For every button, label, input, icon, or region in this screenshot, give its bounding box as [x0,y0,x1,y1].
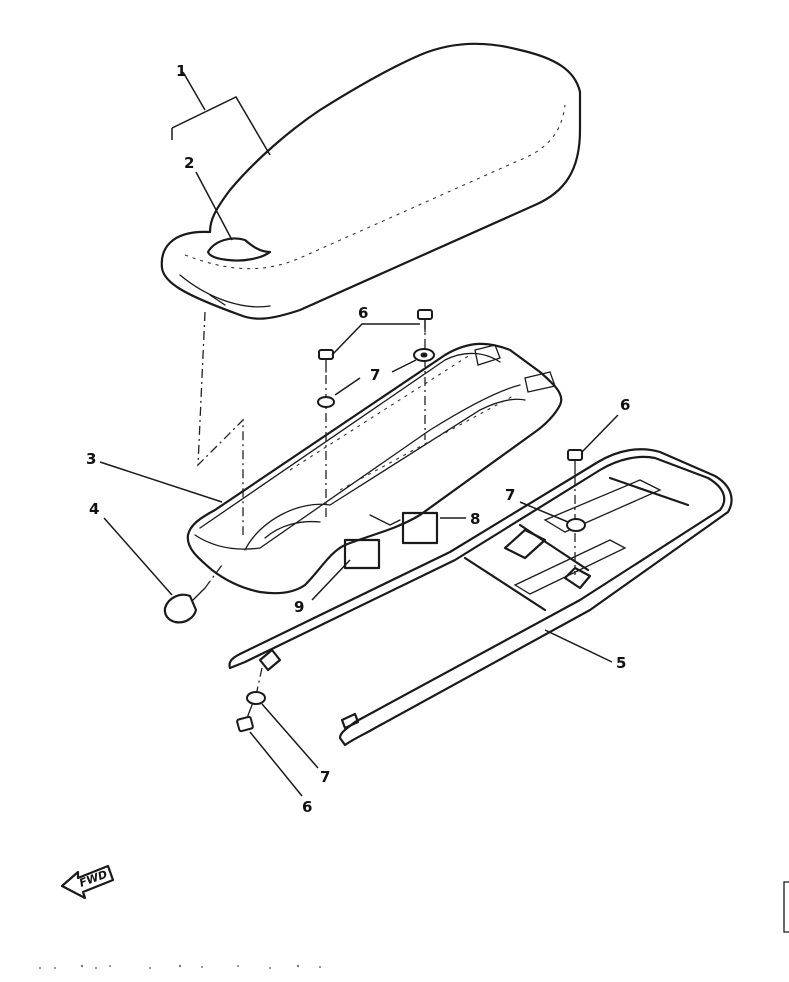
callout-7a: 7 [370,366,380,384]
bolt-rack-right [567,449,583,475]
callout-6b-leader [581,414,619,453]
callout-6a-leader [331,323,420,356]
callout-6b: 6 [620,396,630,414]
callout-7a-leader-a [334,377,361,396]
callout-6c: 6 [302,798,312,816]
callout-2-leader [195,171,233,241]
callout-3: 3 [86,450,96,468]
callout-9: 9 [294,598,304,616]
seat [160,42,582,320]
callout-6c-leader [249,731,303,797]
callout-4: 4 [89,500,99,518]
alignment-line-seat [197,311,244,535]
callout-7a-leader-b [391,359,417,373]
callout-9-leader [311,559,351,601]
callout-4-leader [103,517,173,596]
washer-lower [246,691,266,705]
callout-7b: 7 [505,486,515,504]
callout-7b-leader [519,501,569,523]
callout-3-leader [99,461,223,503]
label-9 [343,538,381,570]
callout-1-leader [171,71,271,156]
bolt-top-left [318,349,334,373]
seat-lock-pad [206,237,272,262]
scan-artifacts [39,964,321,969]
bolt-lower [236,704,254,733]
page-edge-bracket [783,881,789,933]
storage-box [186,342,563,595]
fwd-arrow: FWD [60,864,115,900]
washer-rack-right [566,518,586,532]
callout-7c: 7 [320,768,330,786]
washer-top-right-hole [420,352,428,358]
callout-6a: 6 [358,304,368,322]
callout-7c-leader [261,703,319,769]
callout-1: 1 [176,62,186,80]
bolt-top-right [417,309,433,333]
callout-8: 8 [470,510,480,528]
fwd-label: FWD [78,868,109,890]
label-8 [401,511,439,545]
callout-5-leader [544,629,613,663]
knob-screw [163,564,223,624]
callout-2: 2 [184,154,194,172]
carrier-rack [228,448,733,747]
washer-top-left [317,396,335,408]
callout-5: 5 [616,654,626,672]
